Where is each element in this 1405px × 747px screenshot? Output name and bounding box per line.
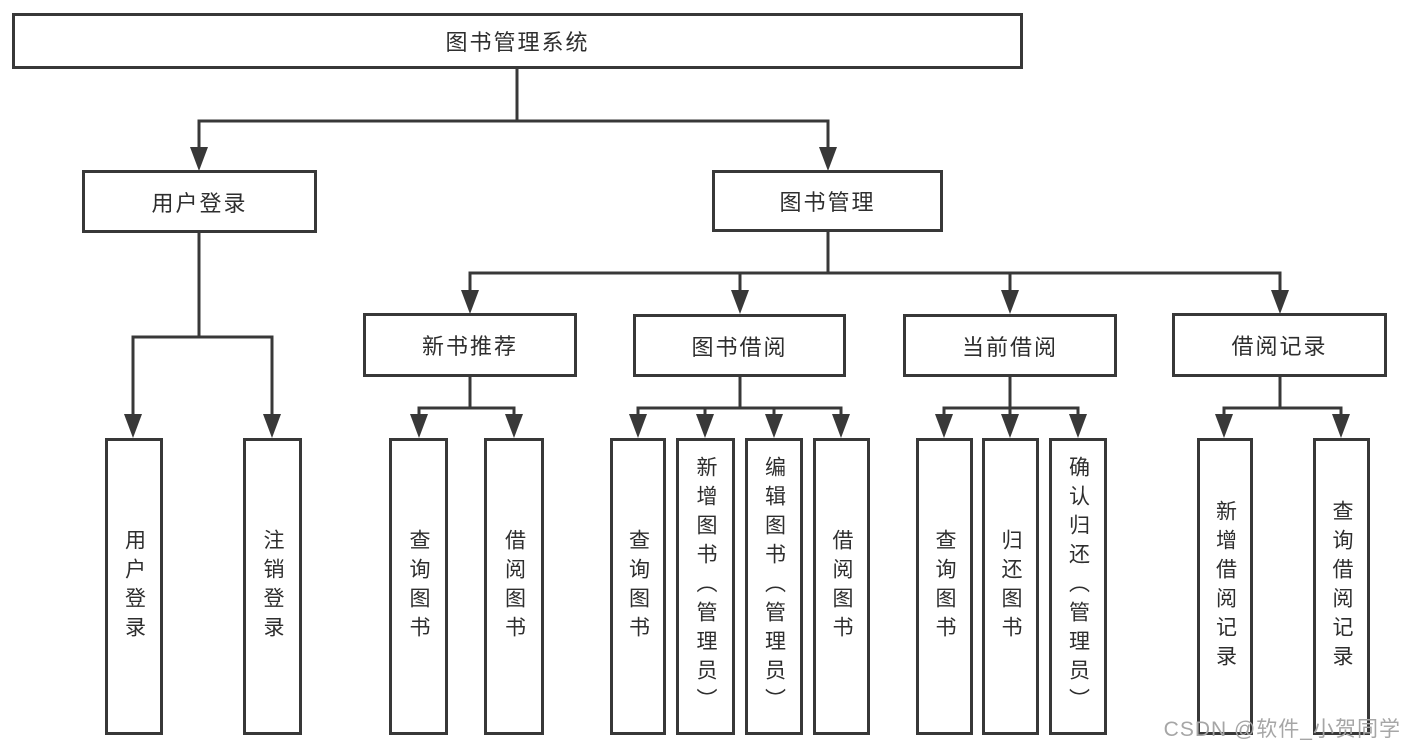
node-label: 图书管理 — [779, 190, 876, 215]
connector-current-borrow-to-leaves — [942, 375, 1080, 417]
arrowhead — [1271, 290, 1289, 314]
leaf-user-login: 用户登录 — [105, 438, 163, 735]
arrowhead — [765, 414, 783, 438]
leaf-return-books: 归还图书 — [982, 438, 1039, 735]
node-label: 确认归还（管理员） — [1066, 456, 1090, 717]
node-new-book-recommend: 新书推荐 — [363, 313, 577, 377]
connector-book-mgmt-to-level3 — [468, 230, 1282, 292]
arrowhead — [1001, 290, 1019, 314]
leaf-borrow-books-recommend: 借阅图书 — [484, 438, 544, 735]
leaf-borrow-books: 借阅图书 — [813, 438, 870, 735]
node-label: 查询图书 — [626, 528, 650, 645]
leaf-query-books-recommend: 查询图书 — [389, 438, 448, 735]
connector-borrow-records-to-leaves — [1222, 375, 1343, 417]
arrowhead — [505, 414, 523, 438]
node-book-borrow: 图书借阅 — [633, 314, 846, 377]
node-user-login: 用户登录 — [82, 170, 317, 233]
leaf-query-borrow-record: 查询借阅记录 — [1313, 438, 1370, 735]
arrowhead — [696, 414, 714, 438]
node-label: 新增图书（管理员） — [694, 456, 717, 717]
arrowhead — [731, 290, 749, 314]
node-book-management: 图书管理 — [712, 170, 943, 232]
node-label: 用户登录 — [122, 528, 146, 645]
arrowhead — [629, 414, 647, 438]
arrowhead — [410, 414, 428, 438]
leaf-edit-books-admin: 编辑图书（管理员） — [745, 438, 803, 735]
node-label: 图书管理系统 — [445, 30, 590, 55]
arrowhead — [1069, 414, 1087, 438]
leaf-query-books-borrow: 查询图书 — [610, 438, 666, 735]
csdn-watermark: CSDN @软件_小贺同学 — [1163, 718, 1401, 741]
node-label: 图书借阅 — [691, 334, 788, 360]
node-label: 查询借阅记录 — [1330, 499, 1353, 674]
arrowhead — [1332, 414, 1350, 438]
connector-user-login-to-leaves — [131, 231, 274, 416]
leaf-add-books-admin: 新增图书（管理员） — [676, 438, 735, 735]
arrowhead — [935, 414, 953, 438]
arrowhead — [1001, 414, 1019, 438]
node-label: 借阅图书 — [502, 528, 526, 645]
arrowhead — [263, 414, 281, 438]
leaf-query-books-current: 查询图书 — [916, 438, 973, 735]
node-library-management-system: 图书管理系统 — [12, 13, 1023, 69]
arrowhead — [461, 290, 479, 314]
node-label: 查询图书 — [933, 528, 956, 645]
connector-root-to-level2 — [197, 67, 830, 151]
arrowhead — [1215, 414, 1233, 438]
node-label: 借阅记录 — [1231, 334, 1328, 359]
connector-book-borrow-to-leaves — [636, 375, 843, 417]
node-label: 当前借阅 — [961, 334, 1058, 360]
leaf-confirm-return-admin: 确认归还（管理员） — [1049, 438, 1107, 735]
node-label: 查询图书 — [407, 528, 430, 645]
node-label: 归还图书 — [999, 528, 1022, 645]
arrowhead — [832, 414, 850, 438]
connector-new-book-to-leaves — [417, 375, 516, 417]
node-label: 借阅图书 — [830, 528, 853, 645]
node-label: 编辑图书（管理员） — [762, 456, 786, 717]
node-label: 注销登录 — [261, 528, 284, 645]
arrowhead — [124, 414, 142, 438]
node-current-borrow: 当前借阅 — [903, 314, 1117, 377]
leaf-logout: 注销登录 — [243, 438, 302, 735]
node-borrow-records: 借阅记录 — [1172, 313, 1387, 377]
node-label: 新增借阅记录 — [1213, 499, 1237, 674]
node-label: 新书推荐 — [421, 334, 518, 359]
node-label: 用户登录 — [151, 190, 248, 216]
arrowhead — [190, 147, 208, 171]
leaf-add-borrow-record: 新增借阅记录 — [1197, 438, 1253, 735]
arrowhead — [819, 147, 837, 171]
